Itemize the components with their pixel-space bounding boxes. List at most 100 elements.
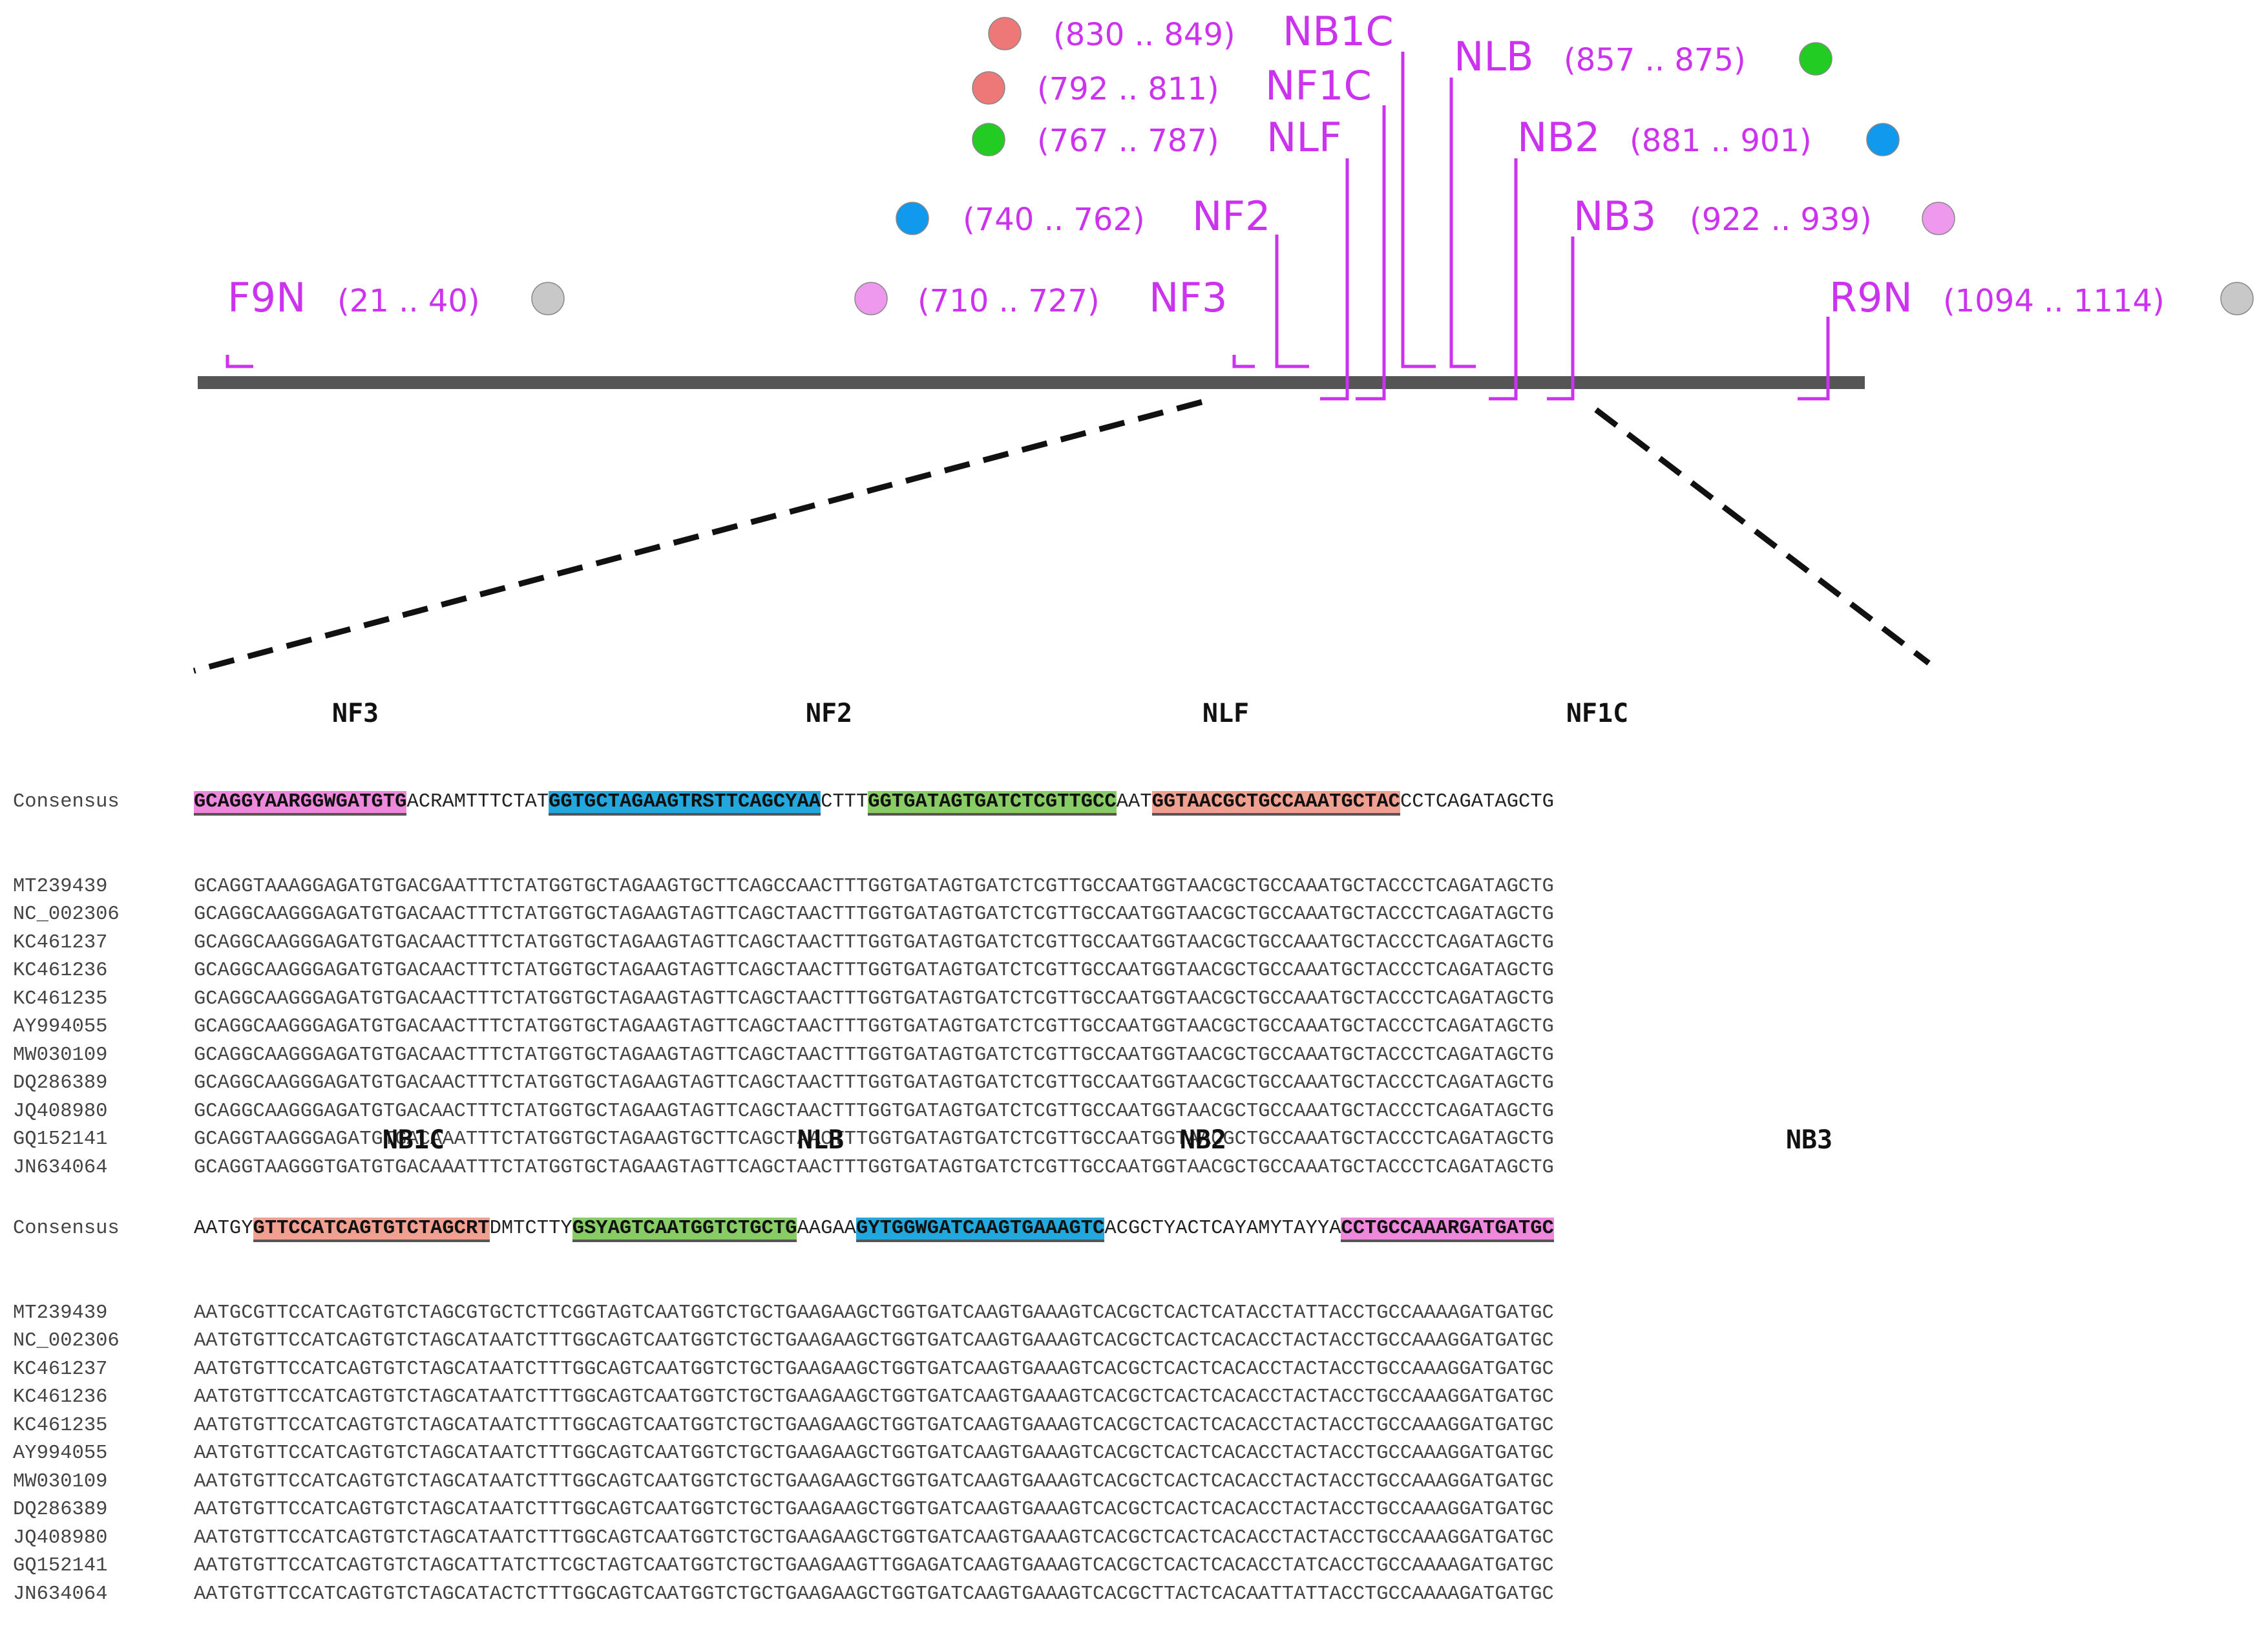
consensus-segment: CCTCAGATAGCTG <box>1400 791 1554 813</box>
sequence: GCAGGCAAGGGAGATGTGACAACTTTCTATGGTGCTAGAA… <box>194 1016 1554 1038</box>
sequence: GCAGGCAAGGGAGATGTGACAACTTTCTATGGTGCTAGAA… <box>194 960 1554 982</box>
primer-nf1c: (792 .. 811) NF1C <box>972 62 1386 401</box>
sequence-name: KC461235 <box>13 987 108 1010</box>
sequence: GCAGGCAAGGGAGATGTGACAACTTTCTATGGTGCTAGAA… <box>194 1044 1554 1066</box>
primer-range: (740 .. 762) <box>963 202 1145 238</box>
primer-color-dot <box>2220 282 2254 315</box>
sequence: GCAGGCAAGGGAGATGTGACAACTTTCTATGGTGCTAGAA… <box>194 1072 1554 1094</box>
sequence-row: KC461236 AATGTGTTCCATCAGTGTCTAGCATAATCTTT… <box>0 1384 1554 1412</box>
sequence-name: JQ408980 <box>13 1100 108 1123</box>
primer-range: (857 .. 875) <box>1564 42 1746 78</box>
sequence: AATGTGTTCCATCAGTGTCTAGCATAATCTTTGGCAGTCA… <box>194 1470 1554 1493</box>
sequence-row: KC461237 GCAGGCAAGGGAGATGTGACAACTTTCTATGG… <box>0 929 1554 958</box>
primer-nb2: (881 .. 901)NB2 <box>1489 114 1900 401</box>
sequence-row: NC_002306 GCAGGCAAGGGAGATGTGACAACTTTCTATG… <box>0 901 1554 929</box>
sequence-name: AY994055 <box>13 1442 108 1464</box>
sequence-name: KC461237 <box>13 931 108 954</box>
sequence: AATGTGTTCCATCAGTGTCTAGCATAATCTTTGGCAGTCA… <box>194 1499 1554 1521</box>
sequence-row: MW030109 AATGTGTTCCATCAGTGTCTAGCATAATCTTT… <box>0 1468 1554 1497</box>
sequence: AATGTGTTCCATCAGTGTCTAGCATACTCTTTGGCAGTCA… <box>194 1583 1554 1605</box>
primer-binding-site: CCTGCCAAARGATGATGC <box>1341 1218 1554 1242</box>
primer-name: NF1C <box>1265 62 1372 109</box>
primer-nb1c: (830 .. 849) NB1C <box>988 8 1436 368</box>
sequence: AATGCGTTCCATCAGTGTCTAGCGTGCTCTTCGGTAGTCA… <box>194 1302 1554 1324</box>
alignment-block-1: NF3 NF2 NLF NF1C Consensus GCAGGYAARGGWG… <box>0 641 1628 1210</box>
sequence-row: JQ408980 AATGTGTTCCATCAGTGTCTAGCATAATCTTT… <box>0 1525 1554 1553</box>
primer-range: (881 .. 901) <box>1630 123 1812 159</box>
primer-binding-site: GYTGGWGATCAAGTGAAAGTC <box>856 1218 1105 1242</box>
sequence: GCAGGCAAGGGAGATGTGACAACTTTCTATGGTGCTAGAA… <box>194 987 1554 1010</box>
primer-position-tick <box>1798 317 1830 401</box>
primer-color-dot <box>1866 123 1900 156</box>
primer-range: (1094 .. 1114) <box>1943 283 2165 319</box>
primer-position-tick <box>1401 52 1436 368</box>
primer-position-tick <box>1320 158 1349 401</box>
primer-range: (922 .. 939) <box>1690 202 1872 238</box>
primer-position-tick <box>1232 355 1255 368</box>
primer-nf3: (710 .. 727)NF3 <box>854 274 1255 368</box>
sequence: GCAGGCAAGGGAGATGTGACAACTTTCTATGGTGCTAGAA… <box>194 1100 1554 1123</box>
sequence-name: JN634064 <box>13 1583 108 1605</box>
primer-position-tick <box>1275 235 1309 368</box>
sequence: AATGTGTTCCATCAGTGTCTAGCATAATCTTTGGCAGTCA… <box>194 1386 1554 1408</box>
primer-header-nf3: NF3 <box>331 699 379 728</box>
primer-position-tick <box>226 355 253 368</box>
primer-header-row: NF3 NF2 NLF NF1C <box>0 697 1628 732</box>
primer-binding-site: GGTGCTAGAAGTRSTTCAGCYAA <box>549 791 821 816</box>
primer-name: F9N <box>227 274 306 321</box>
sequence: GCAGGTAAAGGAGATGTGACGAATTTCTATGGTGCTAGAA… <box>194 875 1554 898</box>
sequence-name: JN634064 <box>13 1156 108 1179</box>
consensus-segment: ACRAMTTTCTAT <box>406 791 549 813</box>
primer-nlb: (857 .. 875) NLB <box>1449 33 1832 368</box>
sequence-name: MW030109 <box>13 1470 108 1493</box>
sequence: AATGTGTTCCATCAGTGTCTAGCATAATCTTTGGCAGTCA… <box>194 1330 1554 1352</box>
primer-header-nb1c: NB1C <box>382 1125 445 1155</box>
consensus-segment: ACGCTYACTCAYAMYTAYYA <box>1104 1218 1341 1240</box>
sequence-row: MT239439 GCAGGTAAAGGAGATGTGACGAATTTCTATGG… <box>0 873 1554 902</box>
sequence-name: NC_002306 <box>13 903 120 925</box>
primer-header-nf1c: NF1C <box>1566 699 1629 728</box>
consensus-row: Consensus GCAGGYAARGGWGATGTGACRAMTTTCTAT… <box>0 788 1554 817</box>
sequence-name: JQ408980 <box>13 1526 108 1549</box>
primer-name: NLB <box>1454 33 1533 80</box>
sequence-name: Consensus <box>13 1218 120 1240</box>
primer-header-row: NB1C NLB NB2 NB3 <box>0 1124 1832 1159</box>
primer-position-tick <box>1547 237 1575 401</box>
primer-color-dot <box>972 71 1005 105</box>
primer-range: (830 .. 849) <box>1053 17 1235 53</box>
primer-header-nf2: NF2 <box>805 699 853 728</box>
primer-position-tick <box>1356 105 1386 401</box>
primer-binding-site: GCAGGYAARGGWGATGTG <box>194 791 407 816</box>
sequence: GCAGGCAAGGGAGATGTGACAACTTTCTATGGTGCTAGAA… <box>194 903 1554 925</box>
sequence-name: KC461236 <box>13 1386 108 1408</box>
primer-name: NB1C <box>1283 8 1394 55</box>
primer-header-nlb: NLB <box>797 1125 845 1155</box>
sequence: GCAGGCAAGGGAGATGTGACAACTTTCTATGGTGCTAGAA… <box>194 931 1554 954</box>
primer-color-dot <box>1922 202 1955 235</box>
sequence-name: MT239439 <box>13 875 108 898</box>
genome-bar <box>198 376 1865 389</box>
primer-header-nlf: NLF <box>1202 699 1250 728</box>
primer-name: NF3 <box>1149 274 1228 321</box>
primer-range: (792 .. 811) <box>1037 71 1219 107</box>
primer-color-dot <box>972 123 1005 156</box>
sequence: AATGTGTTCCATCAGTGTCTAGCATAATCTTTGGCAGTCA… <box>194 1358 1554 1380</box>
sequence-row: JN634064 AATGTGTTCCATCAGTGTCTAGCATACTCTTT… <box>0 1581 1554 1609</box>
consensus-segment: CTTT <box>821 791 868 813</box>
sequence: AATGTGTTCCATCAGTGTCTAGCATAATCTTTGGCAGTCA… <box>194 1526 1554 1549</box>
primer-binding-site: GGTAACGCTGCCAAATGCTAC <box>1151 791 1400 816</box>
sequence-name: DQ286389 <box>13 1072 108 1094</box>
primer-f9n: (21 .. 40)F9N <box>226 274 565 368</box>
consensus-sequence: GCAGGYAARGGWGATGTGACRAMTTTCTATGGTGCTAGAA… <box>194 788 1554 817</box>
primer-binding-site: GGTGATAGTGATCTCGTTGCC <box>868 791 1117 816</box>
consensus-sequence: AATGYGTTCCATCAGTGTCTAGCRTDMTCTTYGSYAGTCA… <box>194 1215 1554 1243</box>
consensus-segment: AAGAA <box>797 1218 856 1240</box>
